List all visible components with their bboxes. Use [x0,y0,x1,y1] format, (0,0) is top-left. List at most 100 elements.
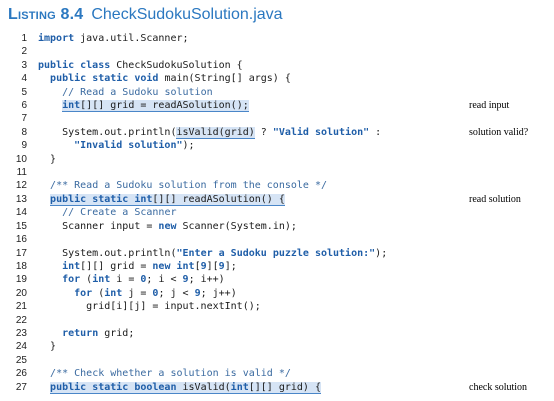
code-token [38,261,62,272]
line-number: 6 [21,100,27,112]
line-number: 4 [21,73,27,85]
code-text: import java.util.Scanner; [38,32,189,45]
code-line: 27 public static boolean isValid(int[][]… [0,381,554,394]
code-token: int [230,381,249,394]
code-token [38,180,50,191]
code-token: public static void [50,73,159,85]
line-number: 3 [21,59,27,71]
code-line: 16 [0,233,554,246]
code-token: int [62,260,81,272]
code-text: grid[i][j] = input.nextInt(); [38,300,261,313]
code-token: [][] grid = readASolution(); [80,100,249,113]
code-line: 23 return grid; [0,327,554,340]
code-token [38,73,50,84]
line-number: 25 [15,354,27,366]
code-line: 7 [0,112,554,125]
margin-annotation: read solution [469,193,521,205]
code-text: System.out.println("Enter a Sudoku puzzl… [38,247,387,260]
code-token [38,87,62,98]
line-number: 15 [15,220,27,232]
code-line: 12 /** Read a Sudoku solution from the c… [0,179,554,192]
code-token: for [74,287,93,299]
line-number: 21 [15,301,27,313]
code-line: 26 /** Check whether a solution is valid… [0,367,554,380]
code-token [38,328,62,339]
code-line: 22 [0,314,554,327]
listing-label: Listing 8.4 [8,6,84,23]
code-token: 9 [194,287,201,299]
code-line: 8 System.out.println(isValid(grid) ? "Va… [0,126,554,139]
code-token: 0 [140,274,147,286]
line-number: 27 [15,381,27,393]
listing-filename: CheckSudokuSolution.java [91,6,283,23]
code-token: return [62,327,99,339]
line-number: 26 [15,368,27,380]
code-token: } [38,153,57,165]
code-line: 25 [0,354,554,367]
line-number: 2 [21,46,27,58]
code-token: new [158,220,177,232]
code-token: [][] readASolution() { [152,193,285,206]
code-text: for (int i = 0; i < 9; i++) [38,273,225,286]
code-token: ); [375,247,388,259]
code-token [38,288,74,299]
line-number: 12 [15,180,27,192]
code-line: 24 } [0,340,554,353]
code-token: import [38,33,75,44]
code-token: Scanner(System.in); [176,220,297,232]
code-token: /** Read a Sudoku solution from the cons… [50,180,327,192]
code-token [38,140,74,151]
code-text: int[][] grid = new int[9][9]; [38,260,237,273]
code-text: Scanner input = new Scanner(System.in); [38,220,297,233]
code-text: // Create a Scanner [38,206,176,219]
code-token: ]; [224,260,237,272]
code-line: 19 for (int i = 0; i < 9; i++) [0,273,554,286]
code-token: Scanner input = [38,220,159,232]
margin-annotation: read input [469,100,510,112]
code-token: i = [110,274,141,286]
code-token [38,194,50,205]
code-line: 15 Scanner input = new Scanner(System.in… [0,220,554,233]
code-token: int [92,274,111,286]
code-token: ( [80,274,93,286]
code-token: grid; [98,327,135,339]
line-number: 19 [15,274,27,286]
code-token: java.util.Scanner; [74,33,189,44]
code-token: int [62,100,81,113]
code-line: 13 public static int[][] readASolution()… [0,193,554,206]
code-token [38,207,62,218]
code-token: j = [122,287,153,299]
code-text: for (int j = 0; j < 9; j++) [38,287,237,300]
code-token: // Read a Sudoku solution [62,86,213,98]
code-token: ? [254,126,273,138]
code-token: for [62,274,81,286]
code-line: 5 // Read a Sudoku solution [0,86,554,99]
line-number: 1 [21,33,27,44]
code-line: 14 // Create a Scanner [0,206,554,219]
code-token [38,100,62,111]
code-line: 11 [0,166,554,179]
line-number: 18 [15,260,27,272]
code-line: 18 int[][] grid = new int[9][9]; [0,260,554,273]
code-line: 1 import java.util.Scanner; [0,32,554,45]
code-line: 21 grid[i][j] = input.nextInt(); [0,300,554,313]
code-text: public static void main(String[] args) { [38,72,291,85]
code-token: ; j++) [200,287,237,299]
code-token: grid[i][j] = input.nextInt(); [38,301,261,313]
line-number: 22 [15,314,27,326]
code-text: "Invalid solution"); [38,139,194,152]
code-token: isValid(grid) [176,126,255,139]
code-token: 9 [182,274,189,286]
code-token: public static boolean [50,381,177,394]
margin-annotation: solution valid? [469,126,529,138]
code-text: // Read a Sudoku solution [38,86,213,99]
code-token: int [104,287,123,299]
code-token: 9 [218,260,225,272]
code-token: ][ [206,260,219,272]
code-line: 20 for (int j = 0; j < 9; j++) [0,287,554,300]
code-text: public class CheckSudokuSolution { [38,59,243,72]
line-number: 7 [21,113,27,125]
code-text: int[][] grid = readASolution(); [38,99,249,113]
code-text: /** Read a Sudoku solution from the cons… [38,179,327,192]
line-number: 14 [15,207,27,219]
